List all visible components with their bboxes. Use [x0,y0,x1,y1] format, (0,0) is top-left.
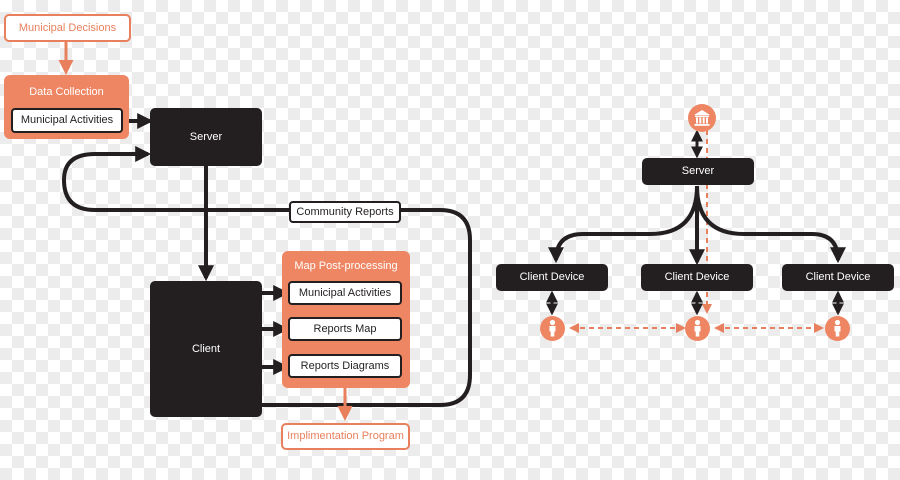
map-post-processing-label: Map Post-processing [294,260,398,272]
map-post-processing-box: Map Post-processing Municipal Activities… [282,251,410,388]
client-device-box: Client Device [496,264,608,291]
post-item-reports-diagrams: Reports Diagrams [288,354,402,378]
server-to-right-device [695,185,846,264]
community-reports-label: Community Reports [296,205,394,218]
server-box: Server [150,108,262,166]
post-item-label: Municipal Activities [298,286,392,299]
person-icon [685,316,710,341]
data-collection-label: Data Collection [29,86,104,98]
right-server-box: Server [642,158,754,185]
server-label: Server [189,130,223,143]
client-device-label: Client Device [664,271,730,283]
municipal-activities-label: Municipal Activities [20,114,114,126]
client-label: Client [191,342,221,355]
client-device-label: Client Device [519,271,585,283]
implementation-program-label: Implimentation Program [287,430,404,442]
server-to-left-device [548,185,699,264]
client-device-box: Client Device [782,264,894,291]
post-item-label: Reports Diagrams [300,359,390,372]
client-box: Client [150,281,262,417]
implementation-program-box: Implimentation Program [281,423,410,450]
right-server-label: Server [681,165,715,177]
person-icon [825,316,850,341]
data-collection-box: Data Collection Municipal Activities [4,75,129,139]
municipal-decisions-label: Municipal Decisions [18,21,117,34]
client-device-box: Client Device [641,264,753,291]
municipal-activities-box: Municipal Activities [11,108,123,133]
client-device-label: Client Device [805,271,871,283]
building-icon [688,104,716,132]
post-item-municipal-activities: Municipal Activities [288,281,402,305]
person-icon [540,316,565,341]
municipal-decisions-box: Municipal Decisions [4,14,131,42]
community-reports-box: Community Reports [289,201,401,223]
post-item-reports-map: Reports Map [288,317,402,341]
post-item-label: Reports Map [313,322,377,335]
